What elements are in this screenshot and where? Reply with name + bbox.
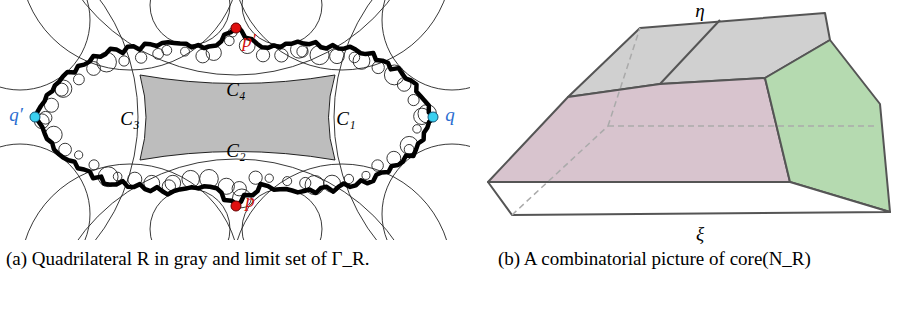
point-p [231, 201, 241, 211]
packing-circle [297, 46, 308, 57]
packing-circle [20, 0, 240, 70]
point-label: q′ [9, 105, 23, 124]
packing-circle [20, 164, 240, 240]
edge-label: ξ [696, 224, 704, 243]
packing-circle [275, 49, 288, 62]
packing-circle [119, 56, 129, 66]
packing-circle [135, 52, 146, 63]
quadrilateral-r [140, 75, 335, 160]
packing-circle [162, 45, 172, 55]
packing-circle [0, 0, 90, 90]
packing-circle [41, 159, 431, 240]
packing-circle [330, 49, 345, 64]
circle-label: C₁ [336, 109, 355, 128]
packing-circle [382, 0, 470, 90]
packing-circle [232, 164, 452, 240]
packing-circle [0, 144, 90, 240]
packing-circle [265, 174, 273, 182]
packing-circle [362, 171, 370, 179]
point-label: p [245, 191, 255, 210]
circle-label: C₂ [226, 141, 245, 160]
point-q [428, 112, 438, 122]
subfigure-caption: (b) A combinatorial picture of core(N_R) [498, 248, 916, 270]
packing-circle [334, 0, 470, 240]
limit-set-illustration [0, 0, 480, 245]
circle-label: C₄ [226, 80, 245, 99]
packing-circle [256, 49, 269, 62]
circle-label: C₃ [120, 109, 139, 128]
packing-circle [232, 0, 452, 70]
packing-circle [382, 144, 470, 240]
packing-circle [372, 160, 384, 172]
point-label: p′ [242, 31, 256, 50]
packing-circle [0, 0, 138, 240]
packing-circle [408, 94, 419, 105]
edge-label: η [695, 1, 704, 20]
packing-circle [242, 189, 322, 240]
packing-circle [300, 177, 311, 188]
point-q-prime [30, 112, 40, 122]
packing-circle [41, 0, 431, 75]
point-label: q [445, 105, 455, 124]
packing-circle [150, 189, 230, 240]
packing-circle [150, 0, 230, 45]
packing-circle [73, 74, 84, 85]
packing-circle [181, 47, 190, 56]
packing-circle [196, 49, 210, 63]
limit-set-curve [35, 26, 434, 205]
packing-circle [224, 36, 234, 46]
point-p-prime [231, 23, 241, 33]
packing-circle [75, 151, 83, 159]
packing-circle [89, 160, 99, 170]
packing-circle [413, 125, 421, 133]
subfigure-caption: (a) Quadrilateral R in gray and limit se… [6, 248, 474, 270]
packing-circle [283, 177, 292, 186]
